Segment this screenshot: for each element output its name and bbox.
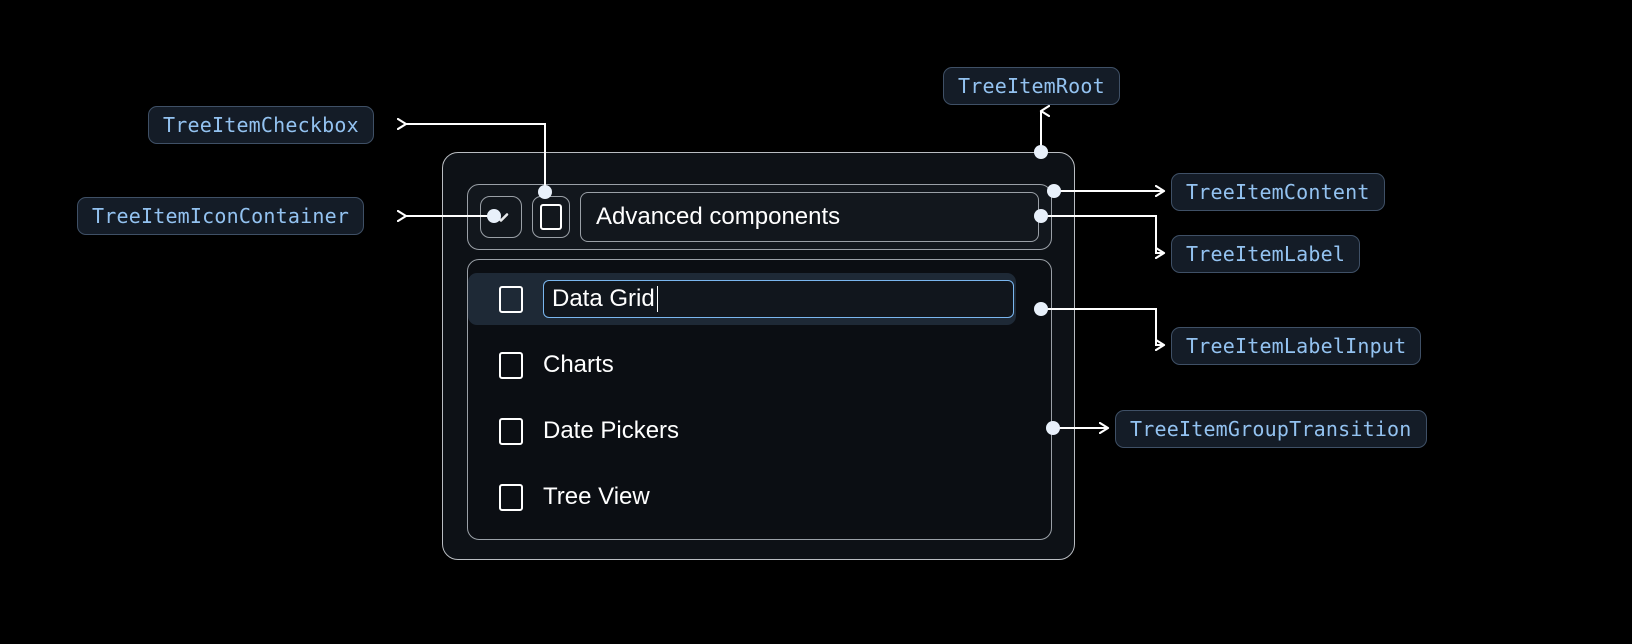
tree-item-child-row[interactable]: Date Pickers [468,405,1051,457]
tree-item-child-row[interactable]: Tree View [468,471,1051,523]
tree-item-child-label: Date Pickers [543,417,680,444]
checkbox-unchecked-icon[interactable] [499,417,523,445]
tree-item-checkbox[interactable] [532,196,570,238]
checkbox-unchecked-icon[interactable] [499,483,523,511]
badge-label: TreeItemCheckbox [163,113,359,137]
badge-tree-item-label-input: TreeItemLabelInput [1171,327,1422,365]
badge-tree-item-checkbox: TreeItemCheckbox [148,106,374,144]
tree-item-icon-container[interactable] [480,196,522,238]
row-spacer [468,391,1051,405]
badge-label: TreeItemRoot [958,74,1105,98]
badge-tree-item-group-transition: TreeItemGroupTransition [1115,410,1427,448]
tree-item-group-transition: Data Grid Charts Date Pickers [467,259,1052,540]
chevron-down-icon [489,205,513,229]
tree-item-child-label: Charts [543,351,614,378]
badge-label: TreeItemIconContainer [92,204,350,228]
label-input-value: Data Grid [552,285,655,312]
tree-item-label-text: Advanced components [596,203,841,230]
tree-item-root[interactable]: Advanced components Data Grid Char [442,152,1075,560]
checkbox-unchecked-icon[interactable] [499,285,523,313]
badge-tree-item-label: TreeItemLabel [1171,235,1361,273]
tree-item-child-label: Tree View [543,483,650,510]
row-spacer [468,457,1051,471]
badge-label: TreeItemLabelInput [1186,334,1407,358]
tree-item-child-row[interactable]: Data Grid [468,273,1016,325]
badge-tree-item-content: TreeItemContent [1171,173,1385,211]
tree-item-content[interactable]: Advanced components [467,184,1052,250]
checkbox-unchecked-icon[interactable] [499,351,523,379]
badge-tree-item-root: TreeItemRoot [943,67,1120,105]
badge-tree-item-icon-container: TreeItemIconContainer [77,197,365,235]
row-spacer [468,325,1051,339]
checkbox-unchecked-icon [540,204,562,230]
badge-label: TreeItemContent [1186,180,1370,204]
text-caret [656,286,659,312]
tree-item-label[interactable]: Advanced components [580,192,1039,242]
tree-item-child-row[interactable]: Charts [468,339,1051,391]
badge-label: TreeItemGroupTransition [1130,417,1412,441]
tree-item-label-input[interactable]: Data Grid [543,280,1014,318]
badge-label: TreeItemLabel [1186,242,1346,266]
